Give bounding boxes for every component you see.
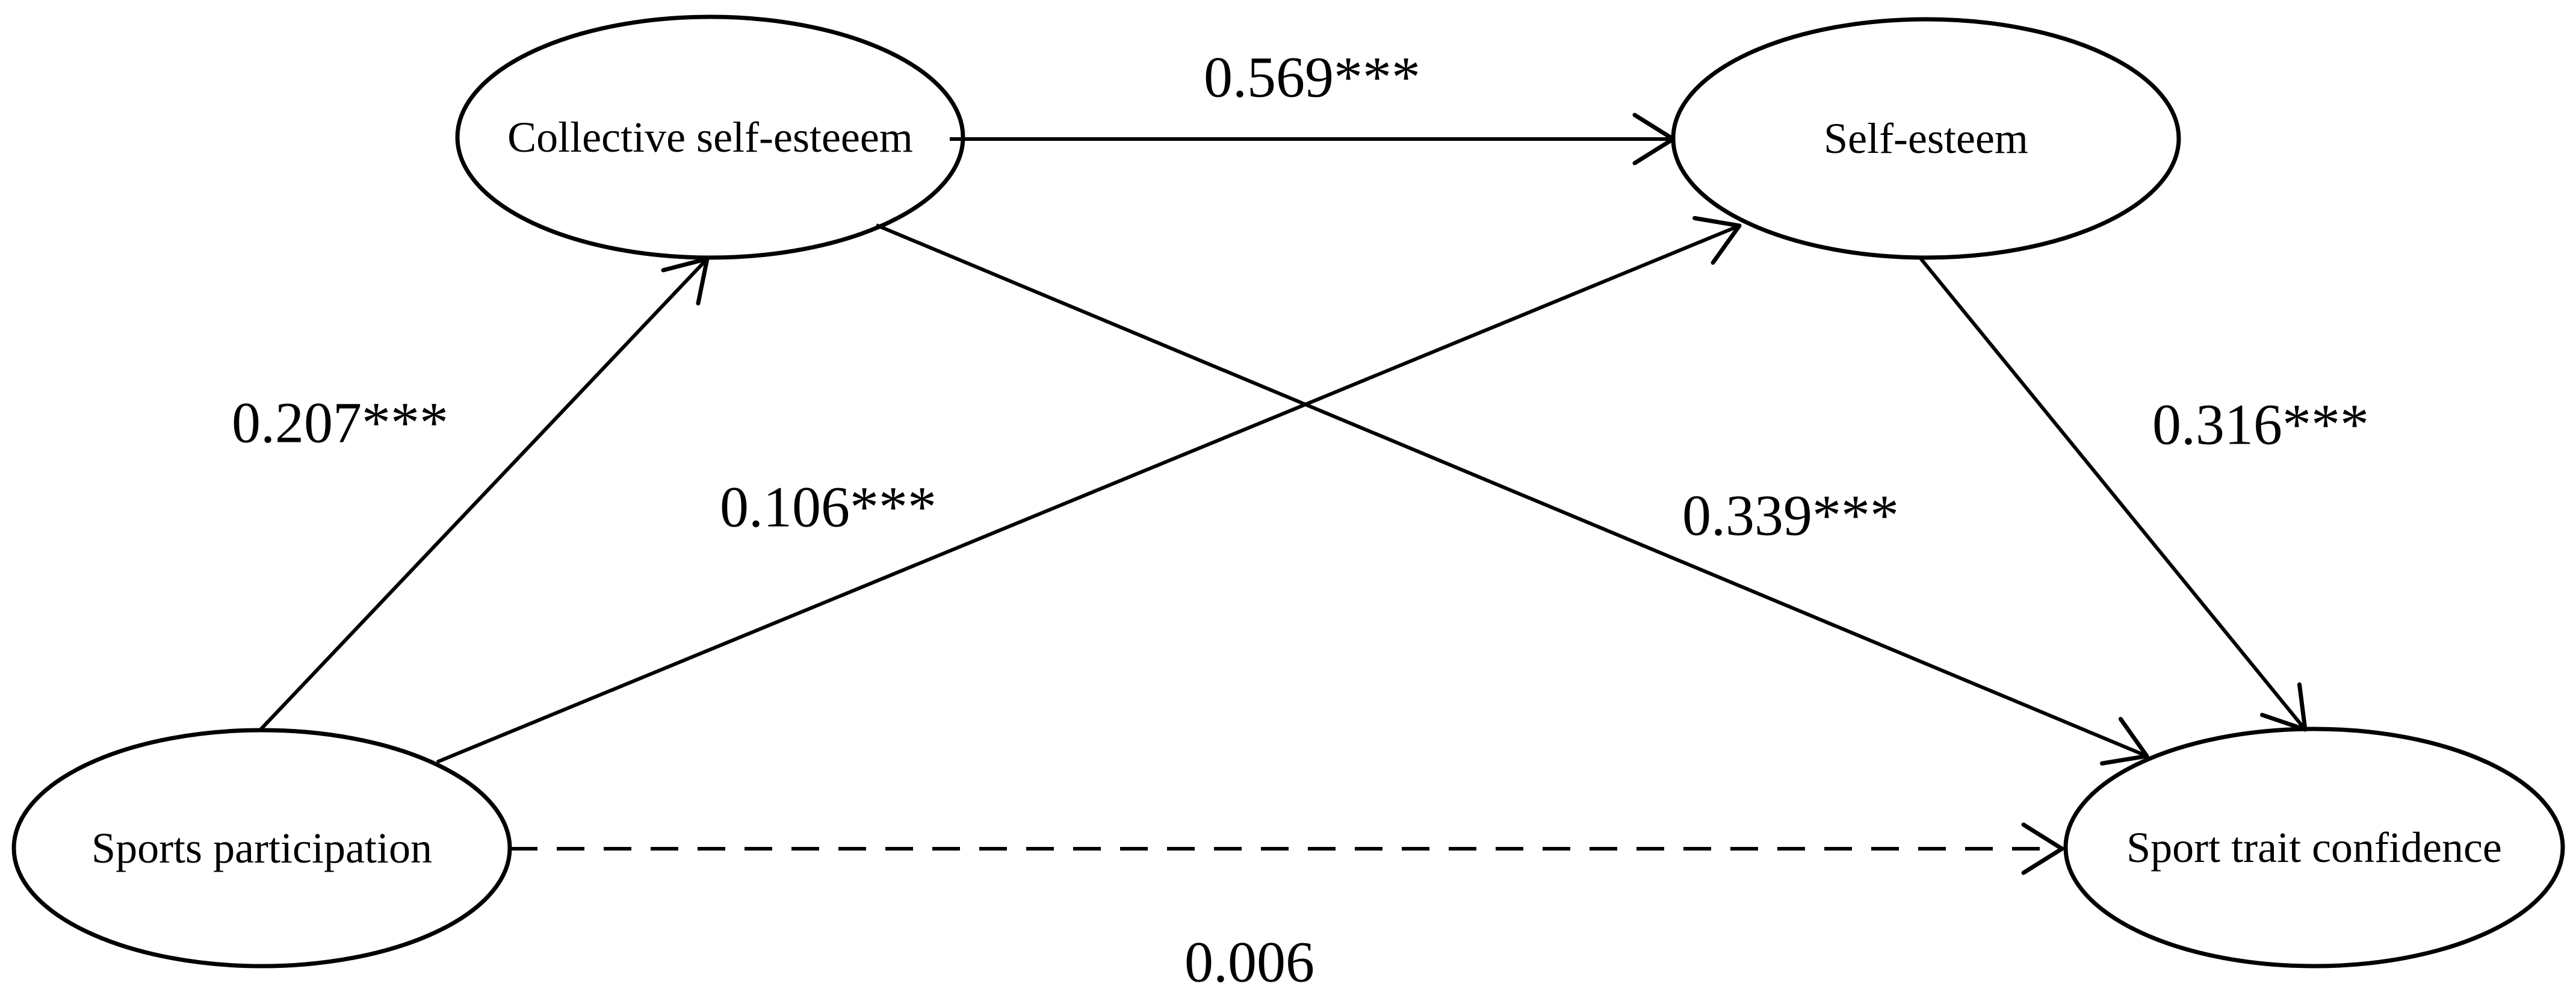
edge-sports-participation-to-self-esteem: 0.106***: [436, 215, 1742, 764]
edge-line-se-to-stc: [1918, 256, 2308, 732]
edge-sports-participation-to-sport-trait-confidence: 0.006: [510, 822, 2064, 994]
edge-self-esteem-to-sport-trait-confidence: 0.316***: [1918, 256, 2369, 732]
node-ellipse-sport-trait-confidence: [2063, 727, 2565, 969]
edge-collective-self-esteem-to-sport-trait-confidence: 0.339***: [875, 223, 2149, 766]
edge-label-sp-to-stc: 0.006: [1184, 930, 1314, 994]
edges: 0.569*** 0.207*** 0.106*** 0.339*** 0.31…: [232, 45, 2369, 994]
edge-line-cse-to-stc: [875, 223, 2149, 766]
node-label-sport-trait-confidence: Sport trait confidence: [2126, 823, 2502, 872]
edge-line-sp-to-cse: [258, 256, 710, 733]
node-sports-participation: Sports participation: [11, 728, 512, 969]
node-label-collective-self-esteem: Collective self-esteeem: [507, 113, 913, 161]
node-label-sports-participation: Sports participation: [91, 824, 432, 872]
edge-label-sp-to-se: 0.106***: [720, 475, 937, 539]
node-collective-self-esteem: Collective self-esteeem: [455, 14, 965, 260]
node-sport-trait-confidence: Sport trait confidence: [2063, 727, 2565, 969]
edge-line-sp-to-se: [436, 215, 1742, 764]
node-label-self-esteem: Self-esteem: [1824, 114, 2028, 163]
node-self-esteem: Self-esteem: [1671, 17, 2181, 260]
nodes: Collective self-esteeem Self-esteem Spor…: [11, 14, 2565, 969]
edge-collective-self-esteem-to-self-esteem: 0.569***: [950, 45, 1676, 166]
edge-label-sp-to-cse: 0.207***: [232, 391, 448, 455]
edge-label-se-to-stc: 0.316***: [2152, 392, 2369, 457]
edge-label-cse-to-stc: 0.339***: [1682, 483, 1899, 548]
edge-label-cse-to-se: 0.569***: [1204, 45, 1420, 110]
edge-sports-participation-to-collective-self-esteem: 0.207***: [232, 256, 710, 733]
